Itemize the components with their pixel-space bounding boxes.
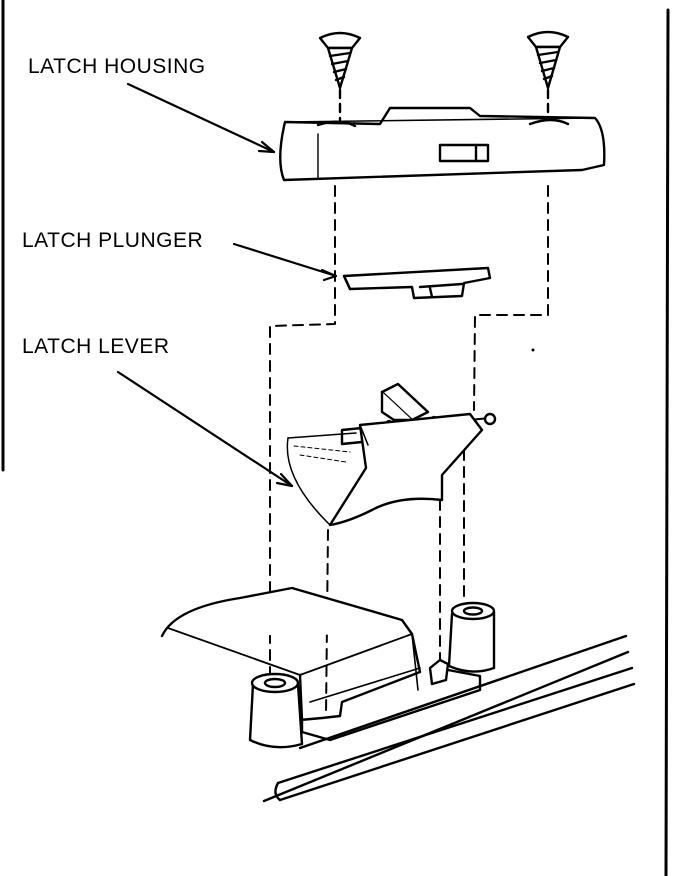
rails <box>262 634 636 803</box>
boss-left <box>248 672 304 749</box>
latch-plunger-label: LATCH PLUNGER <box>22 229 204 252</box>
latch-plunger <box>342 266 492 300</box>
latch-housing <box>279 106 606 182</box>
leader-lines <box>116 82 338 488</box>
latch-lever <box>286 382 497 527</box>
page-border <box>1 0 670 876</box>
boss-right <box>447 601 496 673</box>
screw-left <box>318 31 362 122</box>
latch-base <box>160 586 482 742</box>
stray-dot <box>531 348 535 352</box>
latch-housing-label: LATCH HOUSING <box>28 55 206 78</box>
latch-lever-label: LATCH LEVER <box>22 335 170 358</box>
screw-right <box>526 30 570 120</box>
